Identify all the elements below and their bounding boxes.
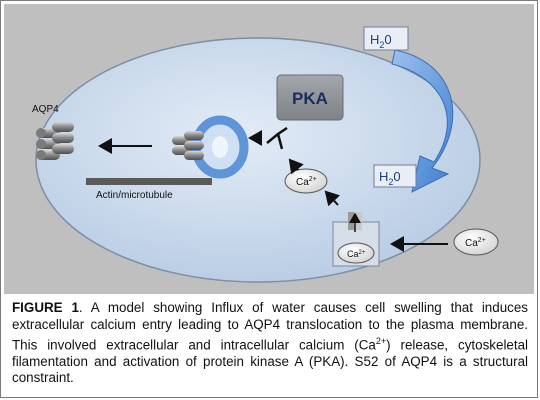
figure-label: FIGURE 1 <box>12 300 79 315</box>
aqp4-label: AQP4 <box>32 104 59 115</box>
pka-box: PKA <box>276 74 344 121</box>
cell-ellipse <box>35 37 481 283</box>
svg-text:PKA: PKA <box>292 89 328 108</box>
caption-text-2: ) release, cytoskeletal filamentation an… <box>12 337 529 386</box>
calcium-channel: Ca2+ <box>332 212 380 267</box>
ca-to-y-arrow <box>288 158 304 175</box>
svg-text:H20: H20 <box>379 169 401 187</box>
svg-text:Ca2+: Ca2+ <box>347 249 366 259</box>
svg-text:H20: H20 <box>370 32 392 50</box>
h2o-inside-box: H20 <box>373 164 417 188</box>
y-signal-icon <box>266 126 288 150</box>
aqp4-cluster-membrane <box>36 122 74 160</box>
caption-text-1: . A model showing Influx of water causes… <box>12 300 528 353</box>
channel-to-ca-arrow <box>324 190 341 207</box>
ca-intracellular: Ca2+ <box>284 168 328 194</box>
vesicle-aqp4 <box>172 115 249 179</box>
svg-text:Ca2+: Ca2+ <box>465 237 486 249</box>
caption-superscript: 2+ <box>375 336 387 346</box>
figure-caption: FIGURE 1. A model showing Influx of wate… <box>12 300 528 387</box>
diagram-canvas: H20 H20 PKA AQP4 Actin/microtubule <box>32 26 499 283</box>
water-influx-arrow <box>391 49 454 193</box>
actin-microtubule-bar <box>86 178 212 185</box>
h2o-outside-box: H20 <box>363 26 409 51</box>
actin-label: Actin/microtubule <box>96 190 173 201</box>
svg-text:Ca2+: Ca2+ <box>296 176 317 188</box>
ca-extracellular: Ca2+ <box>453 228 499 256</box>
